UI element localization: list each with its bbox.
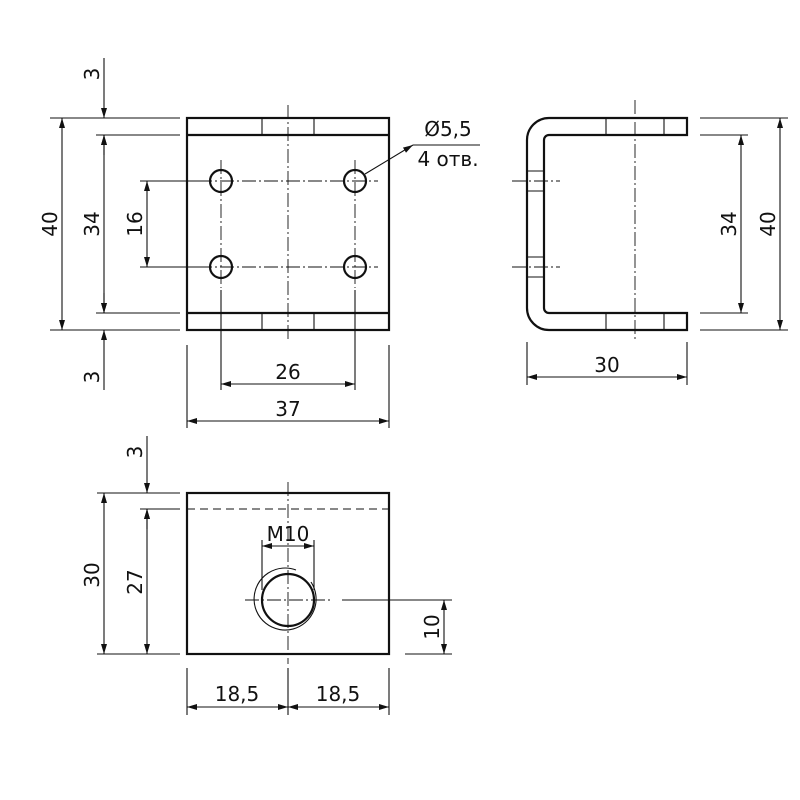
dim-side-34-label: 34 bbox=[717, 211, 741, 236]
hole-diameter-label: Ø5,5 bbox=[424, 117, 472, 141]
dim-34-label: 34 bbox=[80, 211, 104, 236]
side-center-lines bbox=[512, 100, 636, 342]
front-extension-lines bbox=[50, 117, 390, 428]
side-bend-marks bbox=[527, 118, 665, 330]
bottom-center-lines bbox=[245, 482, 331, 664]
bottom-view: 3 30 27 M10 10 18,5 18,5 bbox=[80, 436, 452, 715]
bottom-extension-lines bbox=[97, 492, 452, 715]
dim-bottom-3-label: 3 bbox=[123, 446, 147, 459]
side-view: 34 40 30 bbox=[512, 100, 788, 385]
dim-16-label: 16 bbox=[123, 211, 147, 236]
dim-18-5-left-label: 18,5 bbox=[215, 682, 260, 706]
dim-side-30-label: 30 bbox=[594, 353, 619, 377]
dim-37-label: 37 bbox=[275, 397, 300, 421]
dim-40-label: 40 bbox=[38, 211, 62, 236]
dim-18-5-right-label: 18,5 bbox=[316, 682, 361, 706]
dim-side-40-label: 40 bbox=[756, 211, 780, 236]
dim-3-top-label: 3 bbox=[80, 68, 104, 81]
hole-count-label: 4 отв. bbox=[417, 147, 478, 171]
side-extension-lines bbox=[526, 117, 788, 385]
thread-label: M10 bbox=[267, 522, 310, 546]
dim-bottom-30-label: 30 bbox=[80, 562, 104, 587]
side-outer-profile bbox=[525, 116, 689, 332]
front-view: 40 34 16 3 3 26 37 Ø5,5 4 отв. bbox=[38, 58, 480, 428]
dim-3-bottom-label: 3 bbox=[80, 371, 104, 384]
front-center-lines bbox=[198, 105, 378, 342]
dim-bottom-27-label: 27 bbox=[123, 569, 147, 594]
thread-hole-outer bbox=[253, 567, 317, 631]
dim-bottom-10-label: 10 bbox=[420, 614, 444, 639]
dim-26-label: 26 bbox=[275, 360, 300, 384]
front-bend-marks bbox=[261, 118, 315, 330]
hole-leader bbox=[364, 144, 414, 175]
